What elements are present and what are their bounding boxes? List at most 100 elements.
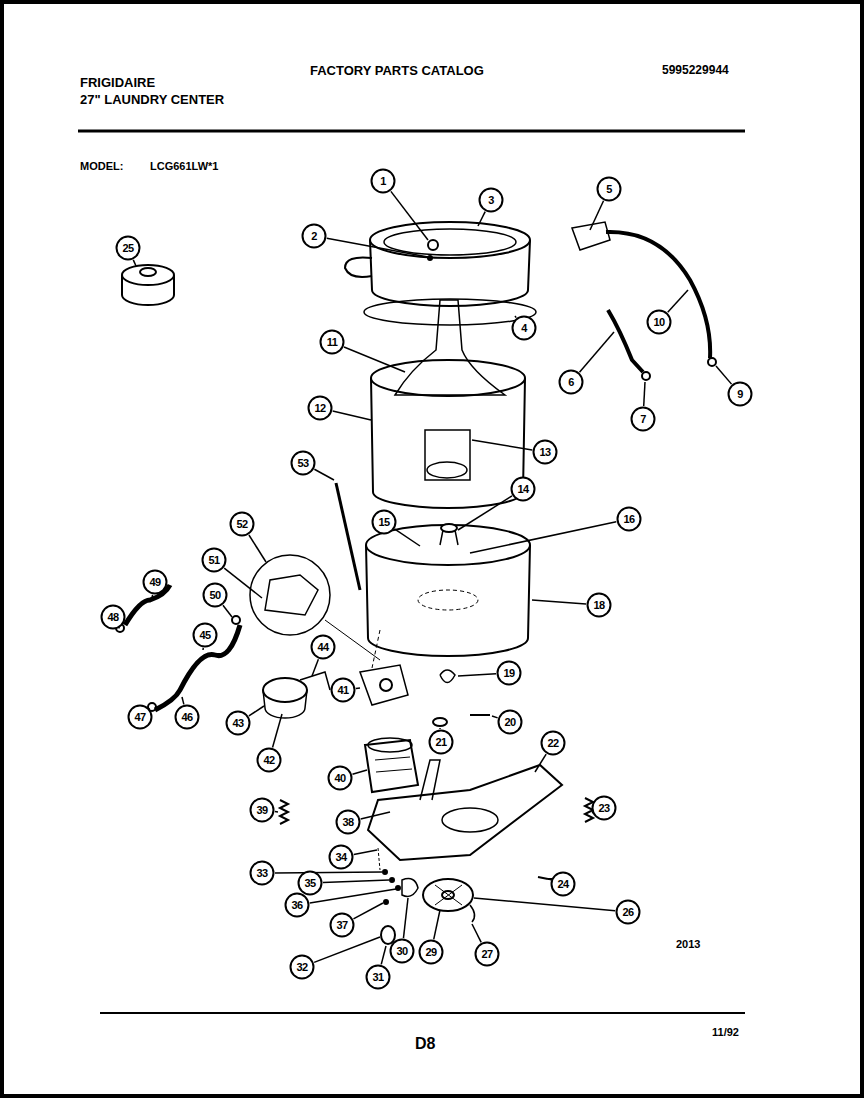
callout-circle: 27: [474, 941, 500, 967]
leader-line: [403, 898, 408, 938]
leader-line: [474, 898, 615, 911]
leader-line: [439, 728, 441, 729]
leader-line: [361, 812, 390, 819]
callout-number: 40: [327, 765, 353, 791]
leader-line: [644, 382, 645, 406]
callout-number: 10: [646, 309, 672, 335]
callout-circle: 2: [301, 223, 327, 249]
callout-number: 53: [290, 450, 316, 476]
callout-circle: 1: [370, 168, 396, 194]
callout-number: 23: [591, 795, 617, 821]
callout-circle: 31: [365, 964, 391, 990]
leader-line: [314, 469, 334, 480]
callout-number: 12: [307, 395, 333, 421]
callout-number: 21: [428, 729, 454, 755]
callout-number: 46: [174, 704, 200, 730]
callout-circle: 5: [596, 176, 622, 202]
leader-line: [275, 871, 382, 873]
callout-number: 16: [616, 506, 642, 532]
callout-circle: 39: [249, 797, 275, 823]
leader-line: [535, 754, 546, 772]
callout-number: 7: [630, 406, 656, 432]
callout-number: 15: [371, 509, 397, 535]
callout-number: 44: [310, 634, 336, 660]
leader-line: [344, 347, 405, 372]
callout-circle: 52: [229, 511, 255, 537]
callout-circle: 9: [727, 381, 753, 407]
date-code: 11/92: [712, 1026, 739, 1038]
leader-line: [352, 770, 367, 774]
callout-number: 20: [497, 709, 523, 735]
callout-circle: 29: [418, 939, 444, 965]
callout-number: 43: [225, 710, 251, 736]
leader-line: [492, 716, 498, 718]
leader-line: [273, 714, 282, 747]
callout-circle: 16: [616, 506, 642, 532]
leader-line: [224, 568, 262, 598]
callout-number: 38: [335, 809, 361, 835]
callout-circle: 22: [540, 730, 566, 756]
callout-number: 26: [615, 899, 641, 925]
leader-line: [590, 201, 604, 230]
callout-circle: 20: [497, 709, 523, 735]
leader-line: [223, 605, 232, 617]
callout-number: 47: [127, 704, 153, 730]
leader-line: [249, 706, 264, 716]
leader-line: [478, 212, 485, 226]
leader-line: [470, 522, 616, 553]
callout-circle: 7: [630, 406, 656, 432]
callout-number: 37: [329, 912, 355, 938]
leader-line: [458, 674, 496, 676]
callout-circle: 37: [329, 912, 355, 938]
catalog-title: FACTORY PARTS CATALOG: [310, 63, 484, 78]
callout-number: 36: [284, 892, 310, 918]
brand-name: FRIGIDAIRE: [80, 75, 155, 90]
callout-number: 29: [418, 939, 444, 965]
callout-number: 30: [389, 938, 415, 964]
leader-line: [182, 697, 184, 704]
product-name: 27" LAUNDRY CENTER: [80, 92, 224, 107]
leader-line: [310, 889, 396, 903]
callout-number: 25: [115, 235, 141, 261]
callout-circle: 48: [100, 604, 126, 630]
callout-number: 6: [558, 369, 584, 395]
callout-number: 2: [301, 223, 327, 249]
leader-line: [353, 903, 383, 919]
model-key: MODEL:: [80, 160, 123, 172]
callout-circle: 11: [319, 329, 345, 355]
callout-circle: 41: [330, 677, 356, 703]
callout-circle: 24: [550, 871, 576, 897]
callout-number: 19: [496, 660, 522, 686]
leader-line: [314, 937, 380, 962]
callout-number: 52: [229, 511, 255, 537]
leader-line: [354, 850, 377, 855]
callout-circle: 19: [496, 660, 522, 686]
callout-circle: 35: [297, 870, 323, 896]
callout-circle: 25: [115, 235, 141, 261]
callout-circle: 33: [249, 860, 275, 886]
callout-number: 13: [532, 439, 558, 465]
callout-number: 33: [249, 860, 275, 886]
callout-number: 35: [297, 870, 323, 896]
callout-circle: 38: [335, 809, 361, 835]
callout-number: 9: [727, 381, 753, 407]
leader-line: [395, 529, 420, 546]
leader-line: [668, 290, 688, 312]
leader-line: [434, 910, 440, 939]
callout-circle: 49: [142, 569, 168, 595]
catalog-number: 5995229944: [662, 63, 729, 77]
callout-circle: 36: [284, 892, 310, 918]
callout-number: 45: [192, 622, 218, 648]
callout-circle: 26: [615, 899, 641, 925]
page-number: D8: [415, 1035, 435, 1053]
leader-line: [133, 260, 136, 266]
callout-circle: 13: [532, 439, 558, 465]
callout-circle: 4: [511, 315, 537, 341]
leader-line: [458, 496, 512, 530]
leader-line: [202, 648, 204, 650]
callout-number: 3: [478, 187, 504, 213]
leader-line: [356, 687, 360, 689]
leader-line: [381, 946, 386, 964]
leader-line: [532, 600, 586, 604]
